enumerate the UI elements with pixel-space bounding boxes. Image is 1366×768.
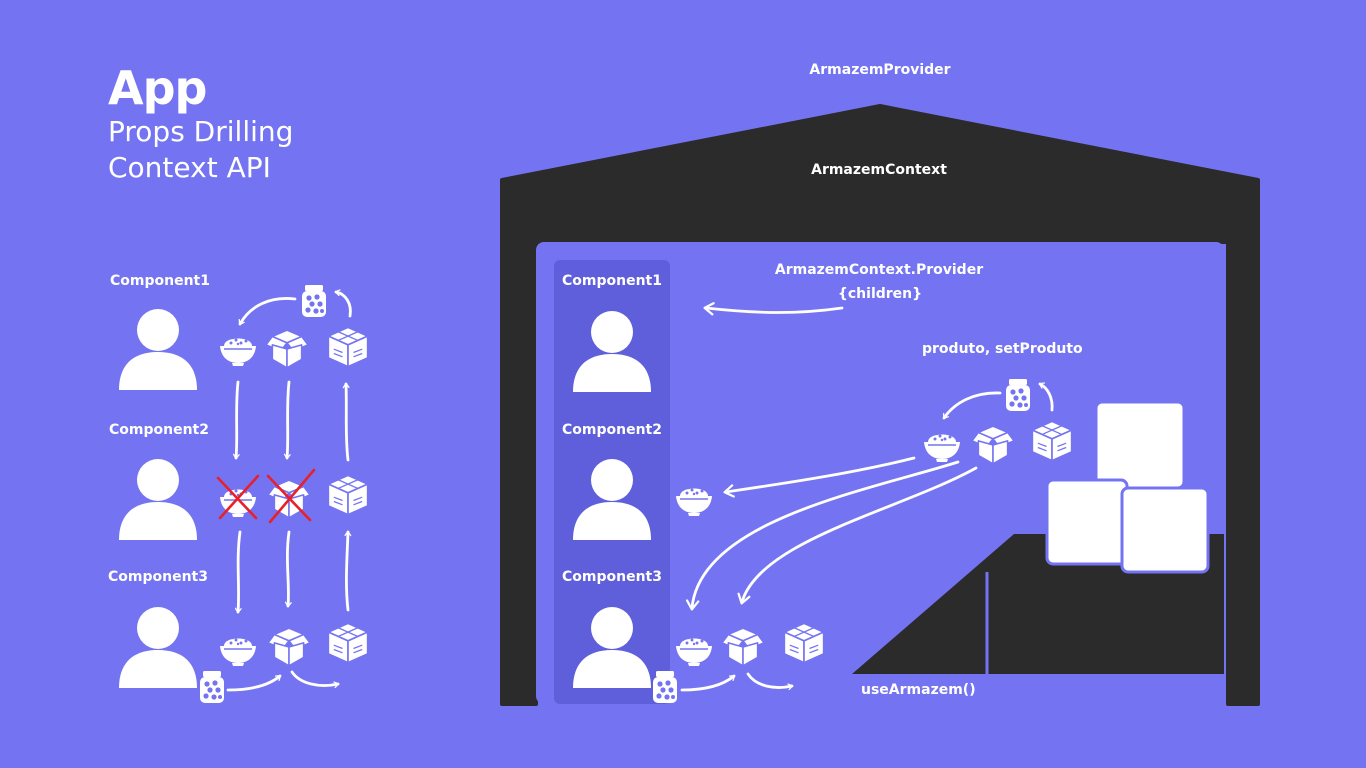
arrow [238, 297, 297, 326]
arrow [942, 391, 1002, 420]
component1-person-icon [119, 309, 197, 390]
arrow [680, 674, 736, 692]
subtitle-context-api: Context API [108, 151, 271, 184]
right-component3-label: Component3 [562, 569, 662, 585]
closed-box-icon [327, 474, 369, 516]
component3-person-icon [119, 607, 197, 688]
crate [1094, 400, 1186, 490]
arrow-up [342, 382, 350, 462]
provider-label: ArmazemProvider [809, 62, 951, 78]
crate [1120, 486, 1210, 574]
open-box-icon [267, 627, 311, 667]
arrow-down [284, 530, 292, 608]
page-title: App [108, 61, 207, 115]
crate [1045, 478, 1129, 566]
closed-box-icon [327, 326, 369, 368]
left-component3-label: Component3 [108, 569, 208, 585]
hook-label: useArmazem() [861, 682, 976, 698]
left-component2-label: Component2 [109, 422, 209, 438]
right-component2-label: Component2 [562, 422, 662, 438]
closed-box-icon [783, 622, 825, 664]
warehouse-roof [500, 104, 1260, 706]
open-box-icon [265, 329, 309, 369]
component2-person-icon [119, 459, 197, 540]
arrow [723, 456, 916, 498]
arrow [737, 466, 978, 605]
state-label: produto, setProduto [922, 341, 1083, 357]
jar-icon [302, 285, 326, 317]
arrow-down [283, 380, 291, 460]
arrow [334, 289, 352, 318]
closed-box-icon [1031, 420, 1073, 462]
arrow-down [232, 380, 240, 460]
left-component1-label: Component1 [110, 273, 210, 289]
arrow [1038, 382, 1054, 412]
children-arrow [703, 302, 844, 316]
bowl-icon [219, 636, 257, 666]
right-component1-label: Component1 [562, 273, 662, 289]
children-label: {children} [837, 286, 923, 302]
jar-icon [200, 671, 224, 703]
bowl-icon [219, 336, 257, 366]
context-provider-label: ArmazemContext.Provider [774, 262, 984, 278]
context-label: ArmazemContext [811, 162, 947, 178]
arrow [226, 674, 282, 692]
arrow [290, 670, 340, 689]
arrow-up [344, 530, 352, 612]
blocked-cross-icon [216, 474, 260, 520]
arrow [746, 672, 794, 691]
subtitle-props-drilling: Props Drilling [108, 115, 294, 148]
closed-box-icon [327, 622, 369, 664]
jar-icon [653, 671, 677, 703]
arrow-down [234, 530, 242, 614]
props-drilling-diagram [119, 285, 369, 703]
arrow [685, 460, 960, 611]
title-block: App Props Drilling Context API [108, 62, 293, 186]
blocked-cross-icon [266, 468, 316, 524]
jar-icon [1006, 379, 1030, 411]
context-api-diagram [500, 104, 1260, 706]
